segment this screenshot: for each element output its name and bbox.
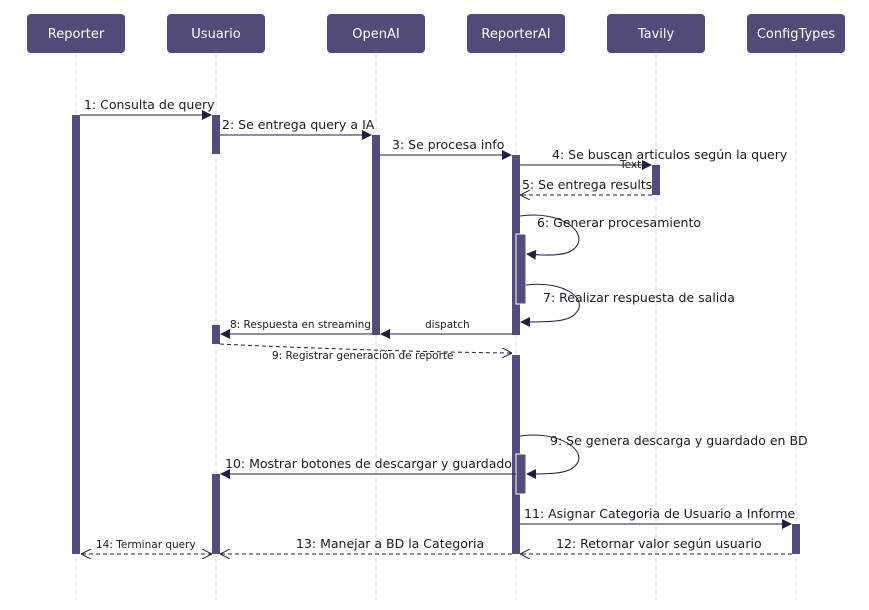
activation-usuario-1 [212, 115, 220, 154]
participant-label: ReporterAI [481, 27, 550, 42]
participant-label: Usuario [191, 27, 240, 42]
message-6-label: 6: Generar procesamiento [537, 215, 701, 230]
activation-reporter [72, 115, 80, 554]
activation-usuario-2 [212, 325, 220, 344]
message-9a-arrow [219, 343, 511, 353]
participant-reporter[interactable]: Reporter [27, 14, 125, 53]
message-dispatch-label: dispatch [425, 319, 470, 331]
message-2-label: 2: Se entrega query a IA [222, 117, 375, 132]
activation-usuario-3 [212, 474, 220, 554]
activation-tavily [652, 165, 660, 195]
message-5-label: 5: Se entrega results [522, 177, 652, 192]
message-1-label: 1: Consulta de query [84, 97, 215, 112]
activation-configtypes [792, 524, 800, 554]
message-8-label: 8: Respuesta en streaming [230, 319, 371, 331]
message-11-label: 11: Asignar Categoria de Usuario a Infor… [524, 506, 796, 521]
activation-openai [372, 135, 380, 335]
message-7-arrow [520, 283, 580, 327]
message-10-label: 10: Mostrar botones de descargar y guard… [225, 456, 512, 471]
message-9b-label: 9: Se genera descarga y guardado en BD [550, 433, 808, 448]
participant-label: Reporter [48, 27, 105, 42]
participant-reporterai[interactable]: ReporterAI [467, 14, 565, 53]
message-9b-arrow [519, 434, 580, 479]
message-12-label: 12: Retornar valor según usuario [556, 536, 762, 551]
message-4-extra-label: Text [619, 159, 641, 171]
participant-configtypes[interactable]: ConfigTypes [747, 14, 845, 53]
message-6-arrow [519, 214, 580, 260]
message-14-label: 14: Terminar query [96, 539, 196, 551]
message-9a-label: 9: Registrar generación de reporte [272, 350, 454, 362]
message-13-label: 13: Manejar a BD la Categoria [296, 536, 484, 551]
participant-openai[interactable]: OpenAI [327, 14, 425, 53]
participant-tavily[interactable]: Tavily [607, 14, 705, 53]
messages [80, 110, 792, 554]
message-3-label: 3: Se procesa info [392, 137, 504, 152]
message-7-label: 7: Realizar respuesta de salida [543, 290, 735, 305]
participant-label: ConfigTypes [757, 27, 836, 42]
message-4-label: 4: Se buscan articulos según la query [552, 147, 788, 162]
participants: Reporter Usuario OpenAI ReporterAI Tavil… [27, 14, 845, 53]
participant-usuario[interactable]: Usuario [167, 14, 265, 53]
participant-label: OpenAI [352, 27, 399, 42]
self-activation-9 [515, 453, 527, 495]
participant-label: Tavily [637, 27, 675, 42]
self-activation-6 [515, 233, 527, 305]
message-labels: 1: Consulta de query 2: Se entrega query… [84, 97, 808, 551]
